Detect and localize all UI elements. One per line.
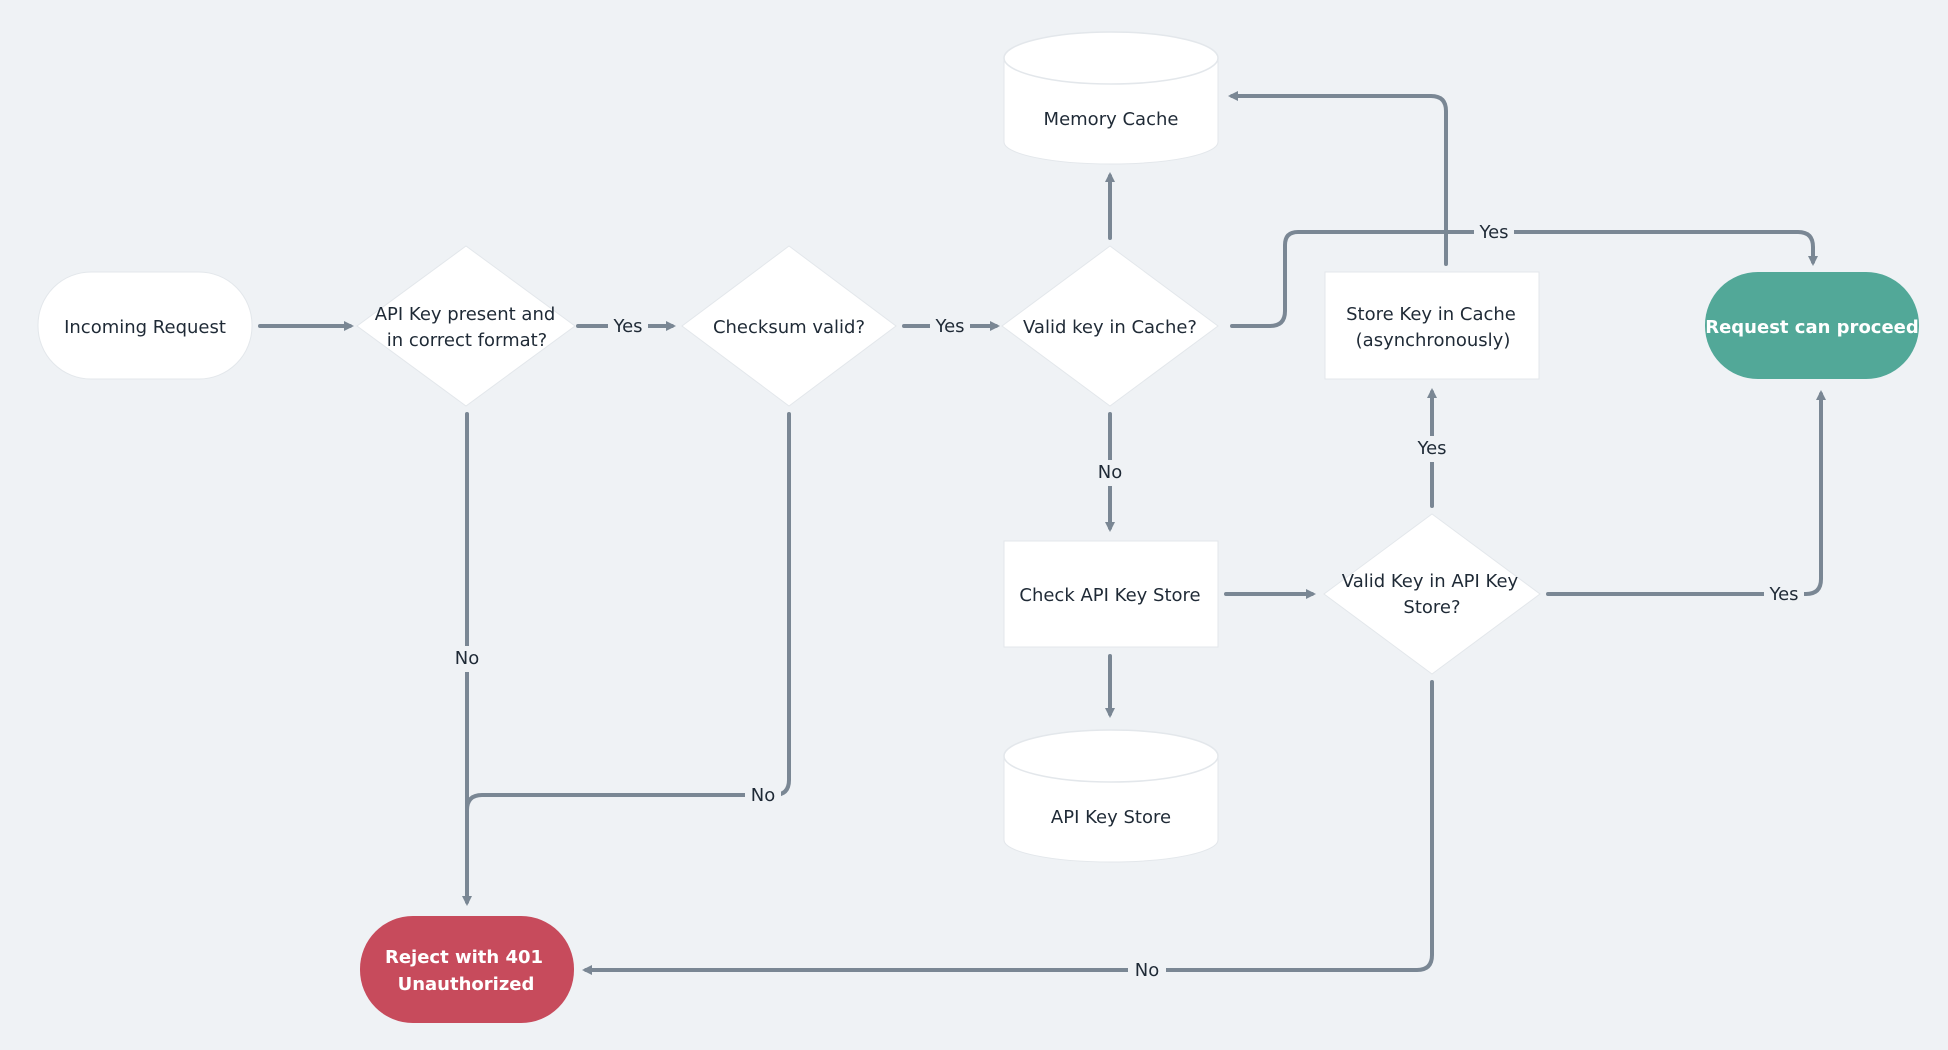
edge-cache-hit-yes (1230, 230, 1818, 328)
svg-text:Request can proceed: Request can proceed (1705, 317, 1919, 338)
edge-label-yes-cache: Yes (1478, 222, 1508, 243)
svg-text:Memory Cache: Memory Cache (1044, 109, 1179, 130)
nodes: Incoming Request API Key present and in … (37, 31, 1919, 1023)
node-api-key-store[interactable]: API Key Store (1003, 729, 1219, 863)
edge-checksum-no (465, 412, 791, 812)
svg-text:Unauthorized: Unauthorized (398, 974, 535, 995)
node-valid-key-in-cache[interactable]: Valid key in Cache? (1001, 245, 1219, 407)
edge-label-no-format: No (455, 648, 479, 669)
node-store-key-in-cache[interactable]: Store Key in Cache (asynchronously) (1324, 271, 1540, 380)
svg-text:Valid Key in API Key: Valid Key in API Key (1342, 571, 1519, 592)
svg-text:Incoming Request: Incoming Request (64, 317, 226, 338)
edge-storecache-to-memory (1228, 91, 1448, 266)
node-api-key-format-check[interactable]: API Key present and in correct format? (356, 245, 576, 407)
node-memory-cache[interactable]: Memory Cache (1003, 31, 1219, 165)
node-reject-401[interactable]: Reject with 401 Unauthorized (360, 916, 574, 1023)
edge-store-yes-proceed (1546, 390, 1826, 596)
edge-label-no-store: No (1135, 960, 1159, 981)
svg-text:Valid key in Cache?: Valid key in Cache? (1023, 317, 1197, 338)
svg-text:in correct format?: in correct format? (387, 330, 548, 351)
edge-store-no-reject (582, 680, 1434, 975)
node-request-can-proceed[interactable]: Request can proceed (1705, 272, 1919, 379)
edge-label-yes-checksum: Yes (934, 316, 964, 337)
svg-text:API Key present and: API Key present and (375, 304, 556, 325)
svg-text:API Key Store: API Key Store (1051, 807, 1171, 828)
edge-label-yes-format: Yes (612, 316, 642, 337)
edge-label-no-checksum: No (751, 785, 775, 806)
node-checksum-valid[interactable]: Checksum valid? (681, 245, 897, 407)
svg-text:Check API Key Store: Check API Key Store (1019, 585, 1200, 606)
svg-text:(asynchronously): (asynchronously) (1356, 330, 1511, 351)
edge-label-no-cache: No (1098, 462, 1122, 483)
node-check-api-key-store[interactable]: Check API Key Store (1003, 540, 1219, 648)
edge-label-yes-store-cache: Yes (1416, 438, 1446, 459)
svg-text:Store Key in Cache: Store Key in Cache (1346, 304, 1516, 325)
svg-text:Checksum valid?: Checksum valid? (713, 317, 865, 338)
node-valid-key-in-store[interactable]: Valid Key in API Key Store? (1323, 513, 1541, 675)
edges: Yes Yes Yes No Yes Yes No (258, 91, 1826, 984)
node-incoming-request[interactable]: Incoming Request (37, 271, 253, 380)
edge-label-yes-proceed: Yes (1768, 584, 1798, 605)
svg-text:Store?: Store? (1403, 597, 1460, 618)
svg-text:Reject with 401: Reject with 401 (385, 947, 543, 968)
